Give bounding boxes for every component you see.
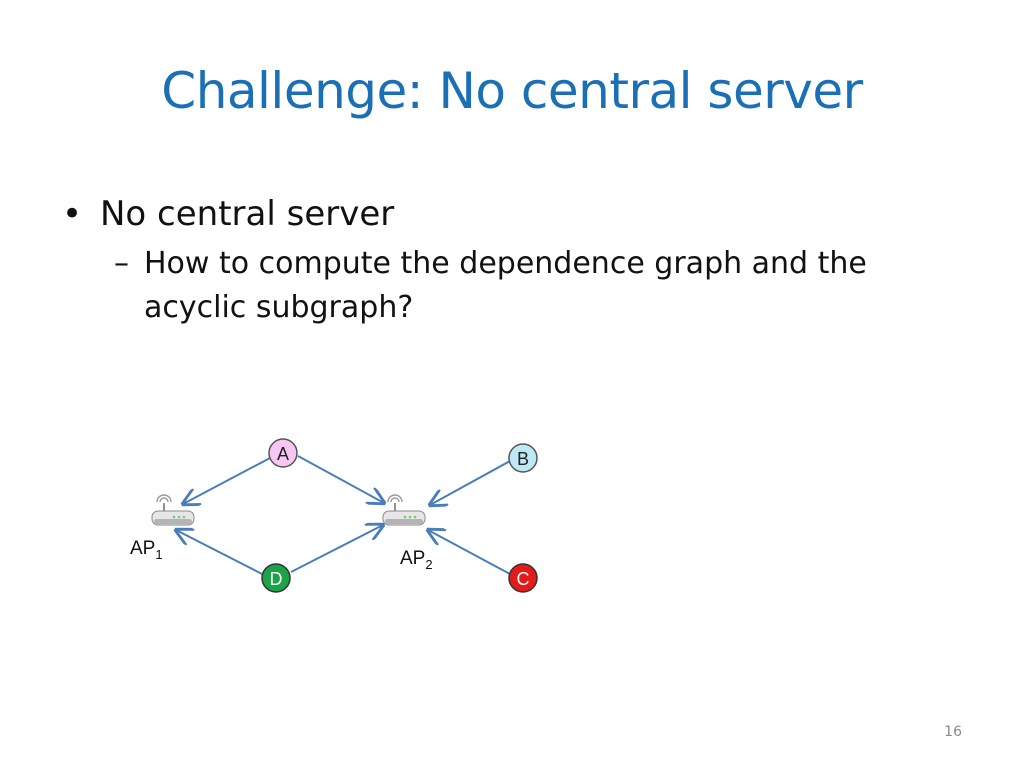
sub-bullet-marker: – <box>114 246 129 281</box>
node-b-circle <box>508 443 538 473</box>
bullet-marker: • <box>62 194 83 234</box>
ap2-label: AP2 <box>400 548 433 572</box>
ap1-label-prefix: AP <box>130 538 155 559</box>
sub-bullet-item: – How to compute the dependence graph an… <box>114 242 962 330</box>
ap2-label-sub: 2 <box>425 557 432 572</box>
node-c-label: C <box>517 569 530 589</box>
ap1-label-sub: 1 <box>155 547 162 562</box>
router-ap2-icon <box>382 494 426 526</box>
node-c-circle <box>508 563 538 593</box>
edge-d-ap2 <box>290 525 383 573</box>
sub-bullet-text: How to compute the dependence graph and … <box>144 246 867 325</box>
edge-d-ap1 <box>176 530 263 575</box>
node-b-label: B <box>517 449 529 469</box>
node-b: B <box>508 443 538 473</box>
node-a: A <box>268 438 298 468</box>
bullet-list: • No central server – How to compute the… <box>62 190 962 330</box>
edge-a-ap1 <box>183 457 271 504</box>
node-a-circle <box>268 438 298 468</box>
ap1-label: AP1 <box>130 538 163 562</box>
edge-a-ap2 <box>297 455 384 503</box>
slide-number: 16 <box>944 724 962 740</box>
router-ap1-icon <box>151 494 195 526</box>
node-d: D <box>261 563 291 593</box>
edge-c-ap2 <box>428 530 511 575</box>
bullet-item: • No central server <box>62 190 962 238</box>
node-d-label: D <box>270 569 283 589</box>
node-d-circle <box>261 563 291 593</box>
edge-b-ap2 <box>430 460 511 505</box>
node-a-label: A <box>277 444 289 464</box>
ap2-label-prefix: AP <box>400 548 425 569</box>
node-c: C <box>508 563 538 593</box>
slide-title: Challenge: No central server <box>161 62 863 120</box>
bullet-text: No central server <box>100 194 395 234</box>
